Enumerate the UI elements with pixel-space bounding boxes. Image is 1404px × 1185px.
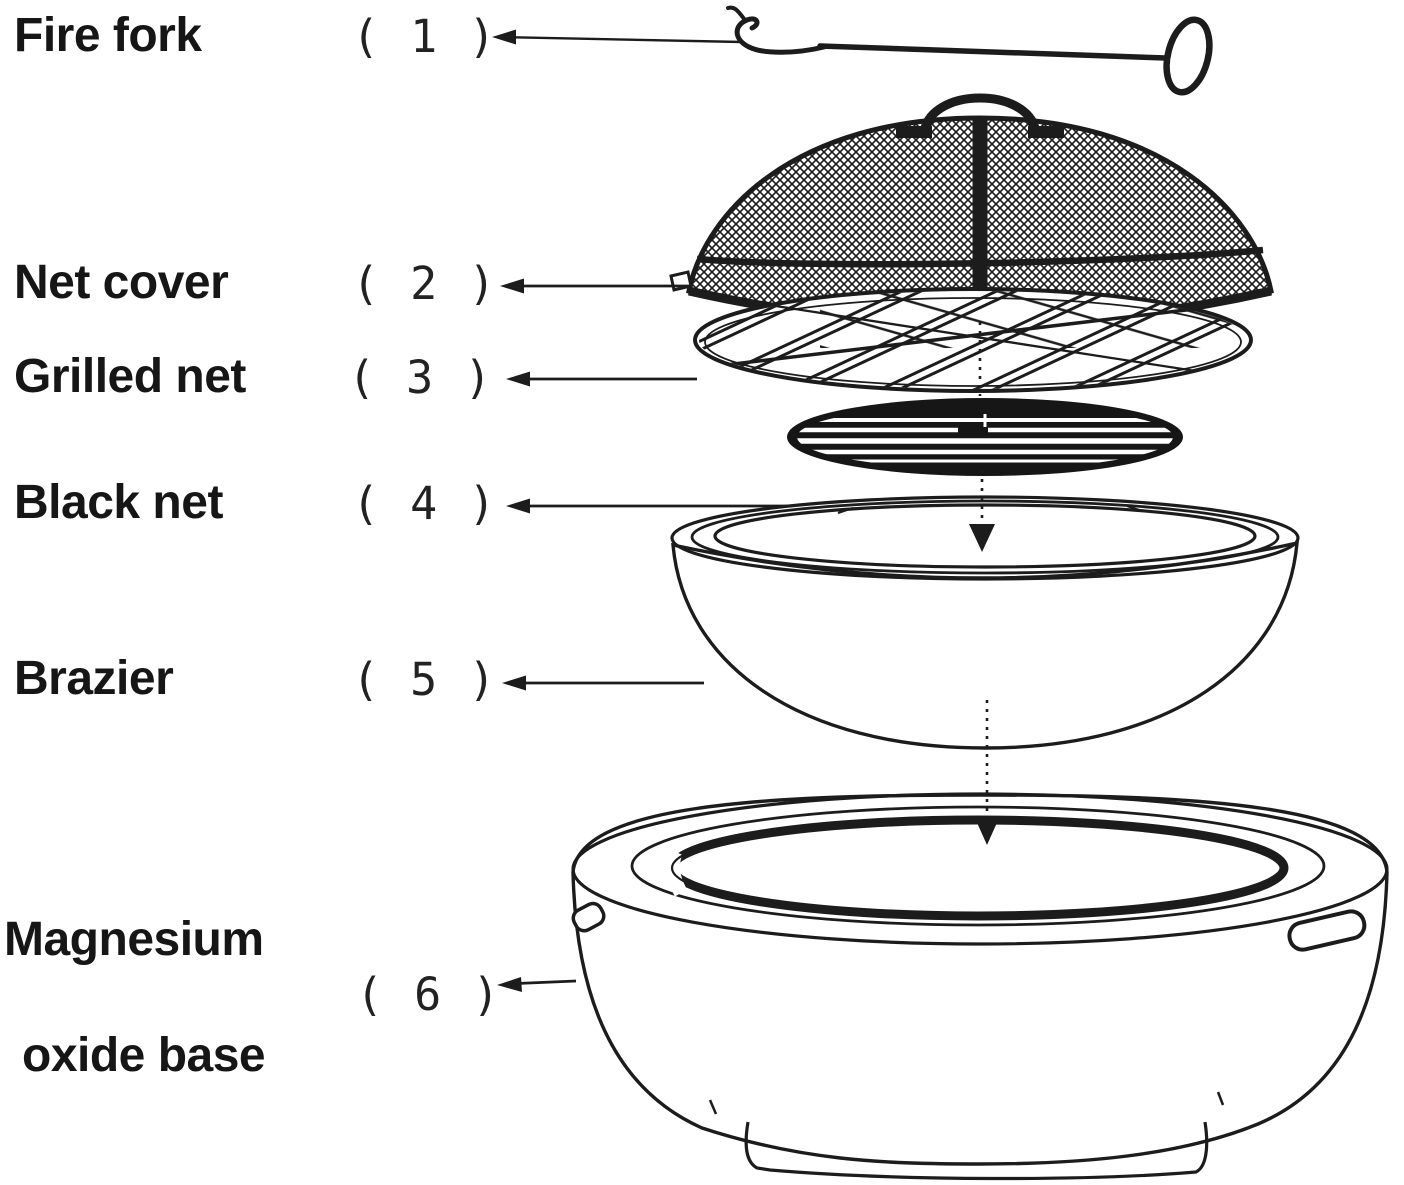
base-foot	[744, 1121, 1209, 1181]
label-black-net: Black net	[14, 476, 223, 529]
assembly-axis-arrow-lower	[974, 700, 1000, 845]
net-cover-handle	[919, 93, 1041, 135]
label-arrow-3	[506, 371, 697, 387]
label-arrow-4	[506, 498, 792, 514]
label-number-1: ( 1 )	[352, 10, 498, 63]
assembly-axis-arrow-upper	[969, 470, 995, 552]
label-number-5: ( 5 )	[352, 653, 498, 706]
label-number-2: ( 2 )	[352, 257, 498, 310]
label-magnesium: Magnesium	[4, 913, 264, 966]
label-number-6: ( 6 )	[356, 968, 502, 1021]
label-leader-arrows	[497, 278, 792, 992]
base-handle-left	[571, 901, 606, 933]
label-net-cover: Net cover	[14, 256, 229, 309]
label-brazier: Brazier	[14, 652, 174, 705]
fire-fork-drawing	[498, 5, 1213, 96]
label-arrow-2	[500, 278, 692, 294]
label-arrow-5	[502, 675, 704, 691]
label-number-4: ( 4 )	[352, 477, 498, 530]
label-fire-fork: Fire fork	[14, 9, 202, 62]
label-oxide-base: oxide base	[22, 1029, 266, 1082]
brazier-drawing	[670, 495, 1300, 750]
grilled-net-drawing	[693, 287, 1253, 393]
magnesium-oxide-base-drawing	[571, 792, 1389, 1181]
label-number-3: ( 3 )	[348, 351, 494, 404]
label-arrow-6	[497, 977, 577, 992]
label-grilled-net: Grilled net	[14, 350, 246, 403]
label-arrow-1-head	[492, 29, 516, 45]
black-net-drawing	[787, 398, 1183, 476]
base-handle-right	[1287, 909, 1367, 952]
